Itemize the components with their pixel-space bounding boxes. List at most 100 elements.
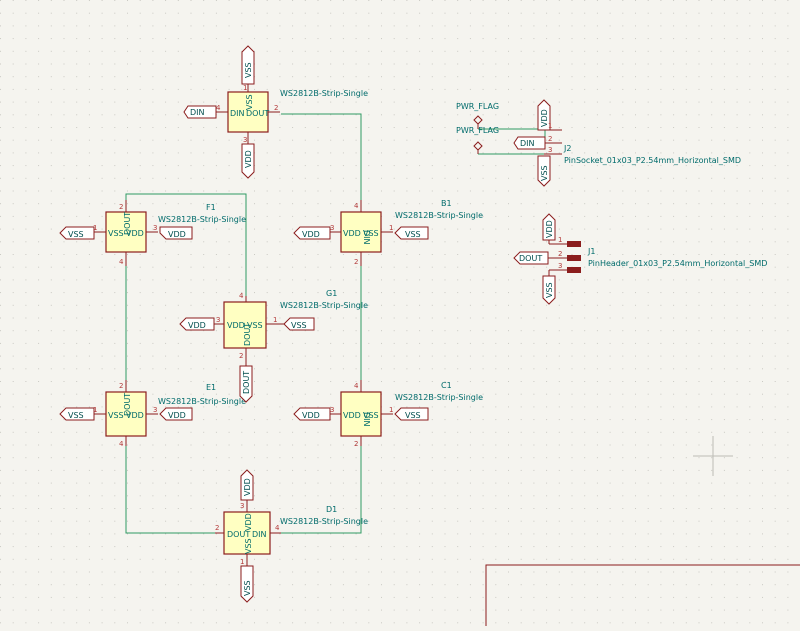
port-dout-j1[interactable] xyxy=(513,251,549,265)
port-din-top[interactable] xyxy=(183,105,217,119)
pin-num-3: 3 xyxy=(548,146,552,154)
port-label-vss: VSS xyxy=(68,230,84,239)
connector-j1[interactable]: 1 2 3 J1 PinHeader_01x03_P2.54mm_Horizon… xyxy=(549,236,767,273)
port-vss-b1[interactable] xyxy=(394,226,429,240)
port-label-dout: DOUT xyxy=(242,371,251,394)
power-flag-1[interactable]: PWR_FLAG xyxy=(456,102,499,129)
symbol-body xyxy=(223,511,271,555)
port-label-vdd: VDD xyxy=(168,230,186,239)
port-vdd-top-down[interactable] xyxy=(241,143,255,179)
pin-name-vss: VSS xyxy=(245,94,254,110)
port-din-j2[interactable] xyxy=(513,136,546,150)
pin-num-3: 3 xyxy=(240,502,244,510)
wire-c1-dout-to-d1-din[interactable] xyxy=(281,446,362,534)
symbol-body xyxy=(340,391,382,437)
pin-name-vdd: VDD xyxy=(244,513,253,531)
wire-e1-din-to-d1-dout[interactable] xyxy=(125,446,215,534)
pwr-flag-label: PWR_FLAG xyxy=(456,102,499,111)
pin-num-1: 1 xyxy=(548,122,552,130)
port-vdd-e1[interactable] xyxy=(159,407,193,421)
pin-name-vss: VSS xyxy=(108,411,124,420)
port-label-vss: VSS xyxy=(405,411,421,420)
port-label-din: DIN xyxy=(190,108,205,117)
led-c1[interactable]: VDD VSS DIN 3 1 4 2 C1 WS2812B-Strip-Sin… xyxy=(330,380,483,448)
led-g1[interactable]: VDD VSS DOUT 3 1 4 2 G1 WS2812B-Strip-Si… xyxy=(214,289,368,366)
led-b1[interactable]: VDD VSS DIN 3 1 4 2 B1 WS2812B-Strip-Sin… xyxy=(330,199,483,266)
pin-num-2: 2 xyxy=(119,382,123,390)
port-vdd-d1[interactable] xyxy=(240,469,254,501)
wires xyxy=(125,113,546,534)
port-dout-g1[interactable] xyxy=(239,365,253,403)
port-vss-top-up[interactable] xyxy=(241,45,255,85)
pin-num-3: 3 xyxy=(330,224,334,232)
symbol-value: WS2812B-Strip-Single xyxy=(280,517,368,526)
port-label-vdd: VDD xyxy=(188,321,206,330)
port-label-vdd: VDD xyxy=(302,411,320,420)
symbol-value: WS2812B-Strip-Single xyxy=(395,393,483,402)
port-label-vss: VSS xyxy=(244,62,253,78)
pin-num-1: 1 xyxy=(273,316,277,324)
symbol-ref: B1 xyxy=(441,199,452,208)
port-vss-c1[interactable] xyxy=(394,407,429,421)
wire-f1-dout-to-g1-din[interactable] xyxy=(125,193,247,296)
symbol-value: WS2812B-Strip-Single xyxy=(280,301,368,310)
pin-name-dout: DOUT xyxy=(227,530,250,539)
port-vss-e1[interactable] xyxy=(59,407,95,421)
pin-num-3: 3 xyxy=(153,406,157,414)
port-vss-g1[interactable] xyxy=(283,317,315,331)
wire-top-dout-to-b1-din[interactable] xyxy=(281,113,362,200)
pin-name-vss: VSS xyxy=(363,229,379,238)
connector-value: PinSocket_01x03_P2.54mm_Horizontal_SMD xyxy=(564,156,741,165)
port-vdd-g1[interactable] xyxy=(179,317,215,331)
title-block-frame xyxy=(485,564,800,626)
power-flag-2[interactable]: PWR_FLAG xyxy=(456,126,499,154)
symbol-value: WS2812B-Strip-Single xyxy=(158,215,246,224)
crosshair-cursor-icon xyxy=(693,436,733,476)
port-stubs xyxy=(544,129,556,276)
symbol-body xyxy=(105,211,147,253)
pin-name-vss: VSS xyxy=(108,229,124,238)
pin-num-3: 3 xyxy=(216,316,220,324)
port-vss-d1[interactable] xyxy=(240,565,254,603)
pin-pad-2 xyxy=(567,255,581,261)
pin-num-1: 1 xyxy=(243,84,247,92)
symbol-ref: F1 xyxy=(206,203,216,212)
pin-name-din: DIN xyxy=(362,230,371,245)
port-vdd-b1[interactable] xyxy=(293,226,331,240)
pin-num-2: 2 xyxy=(119,203,123,211)
pin-name-vdd: VDD xyxy=(343,411,361,420)
pin-name-vdd: VDD xyxy=(227,321,245,330)
symbol-value: WS2812B-Strip-Single xyxy=(280,89,368,98)
port-label-vss: VSS xyxy=(68,411,84,420)
port-vss-j1[interactable] xyxy=(542,275,556,305)
led-d1[interactable]: DOUT DIN VDD VSS 3 1 2 4 D1 WS2812B-Stri… xyxy=(215,500,368,566)
led-e1[interactable]: VSS VDD DOUT 1 3 2 4 E1 WS2812B-Strip-Si… xyxy=(93,380,246,448)
pin-name-vdd: VDD xyxy=(126,411,144,420)
pin-num-3: 3 xyxy=(153,224,157,232)
symbol-value: WS2812B-Strip-Single xyxy=(158,397,246,406)
connector-j2[interactable]: 1 2 3 J2 PinSocket_01x03_P2.54mm_Horizon… xyxy=(548,122,741,165)
pin-num-2: 2 xyxy=(354,258,358,266)
symbol-body xyxy=(223,301,267,349)
led-top[interactable]: DIN DOUT VSS 4 2 1 3 WS2812B-Strip-Singl… xyxy=(216,84,368,144)
pin-pad-3 xyxy=(567,267,581,273)
port-labels: VSS VDD DIN VSS VDD VDD VSS VDD VSS DOUT… xyxy=(68,62,554,596)
pin-num-2: 2 xyxy=(548,135,552,143)
pin-num-1: 1 xyxy=(93,224,97,232)
port-vdd-j1[interactable] xyxy=(542,213,556,241)
port-vdd-c1[interactable] xyxy=(293,407,331,421)
pin-num-2: 2 xyxy=(558,250,562,258)
port-label-vss: VSS xyxy=(405,230,421,239)
port-label-vdd: VDD xyxy=(244,150,253,168)
port-label-vdd: VDD xyxy=(243,478,252,496)
pin-name-vss: VSS xyxy=(247,321,263,330)
port-vss-f1[interactable] xyxy=(59,226,95,240)
pin-name-vss: VSS xyxy=(363,411,379,420)
port-vdd-f1[interactable] xyxy=(159,226,193,240)
pin-pad-1 xyxy=(567,241,581,247)
led-f1[interactable]: VSS VDD DOUT 1 3 2 4 F1 WS2812B-Strip-Si… xyxy=(93,200,246,266)
port-vss-j2[interactable] xyxy=(537,155,551,187)
pwr-flag-label: PWR_FLAG xyxy=(456,126,499,135)
